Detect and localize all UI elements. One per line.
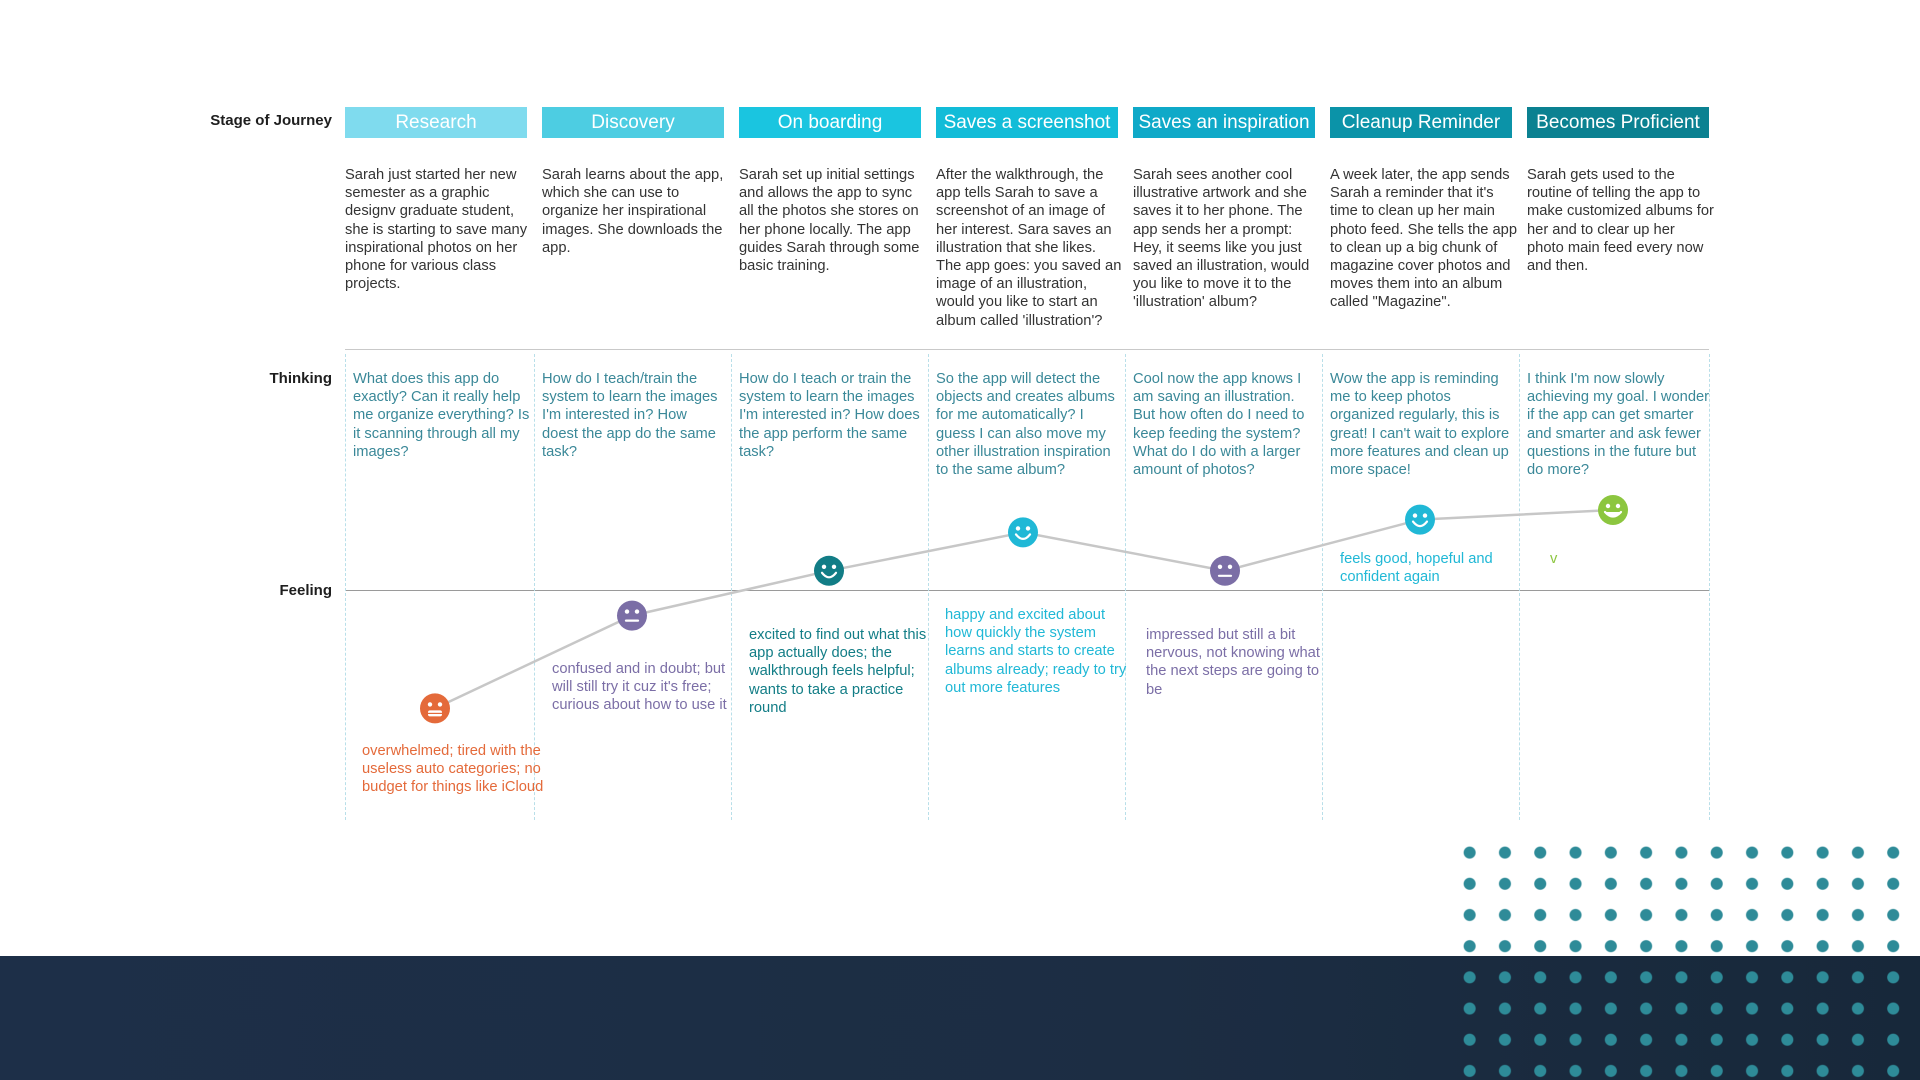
stage-header: Saves an inspiration xyxy=(1133,107,1315,138)
grimace-face-icon xyxy=(420,693,450,724)
feeling-text: v xyxy=(1550,551,1558,567)
feeling-text: excited to find out what this app actual… xyxy=(749,627,927,716)
column-divider xyxy=(1322,354,1323,820)
feeling-text: happy and excited about how quickly the … xyxy=(945,607,1127,696)
feeling-label: Feeling xyxy=(279,582,332,599)
thinking-label: Thinking xyxy=(269,370,333,387)
stage-header: Saves a screenshot xyxy=(936,107,1118,138)
column-divider xyxy=(1709,354,1710,820)
column-divider xyxy=(731,354,732,820)
stage-header: Research xyxy=(345,107,527,138)
stage-description: Sarah just started her new semester as a… xyxy=(345,167,528,293)
stage-header: Cleanup Reminder xyxy=(1330,107,1512,138)
column-divider xyxy=(1125,354,1126,820)
stage-description: Sarah learns about the app, which she ca… xyxy=(542,167,724,256)
column-divider xyxy=(928,354,929,820)
top-divider xyxy=(345,349,1709,350)
decorative-dot-grid xyxy=(1452,837,1920,1080)
stage-header: On boarding xyxy=(739,107,921,138)
stage-description: Sarah sees another cool illustrative art… xyxy=(1133,167,1310,311)
column-divider xyxy=(345,354,346,820)
stage-description: After the walkthrough, the app tells Sar… xyxy=(936,167,1122,329)
feeling-text: impressed but still a bit nervous, not k… xyxy=(1146,627,1320,698)
column-divider xyxy=(1519,354,1520,820)
stage-description: Sarah gets used to the routine of tellin… xyxy=(1527,167,1714,275)
neutral-face-icon xyxy=(617,600,647,631)
thinking-text: Cool now the app knows I am saving an il… xyxy=(1133,371,1305,479)
feeling-text: feels good, hopeful and confident again xyxy=(1340,551,1493,586)
thinking-text: What does this app do exactly? Can it re… xyxy=(353,371,530,460)
feeling-text: overwhelmed; tired with the useless auto… xyxy=(362,743,544,796)
thinking-text: How do I teach or train the system to le… xyxy=(739,371,920,460)
thinking-text: I think I'm now slowly achieving my goal… xyxy=(1527,371,1710,479)
feeling-text: confused and in doubt; but will still tr… xyxy=(552,661,727,714)
smiley-face-icon xyxy=(1405,504,1435,535)
stage-header: Discovery xyxy=(542,107,724,138)
stage-description: A week later, the app sends Sarah a remi… xyxy=(1330,167,1518,311)
smiley-face-icon xyxy=(1008,517,1038,548)
stage-description: Sarah set up initial settings and allows… xyxy=(739,167,920,275)
happy-face-icon xyxy=(1598,495,1628,525)
stage-of-journey-label: Stage of Journey xyxy=(210,112,332,129)
feeling-baseline xyxy=(345,590,1709,591)
thinking-text: How do I teach/train the system to learn… xyxy=(542,371,718,460)
smiley-face-icon xyxy=(814,555,844,586)
thinking-text: Wow the app is reminding me to keep phot… xyxy=(1330,371,1510,479)
thinking-text: So the app will detect the objects and c… xyxy=(936,371,1115,479)
neutral-face-icon xyxy=(1210,555,1240,586)
stage-header: Becomes Proficient xyxy=(1527,107,1709,138)
